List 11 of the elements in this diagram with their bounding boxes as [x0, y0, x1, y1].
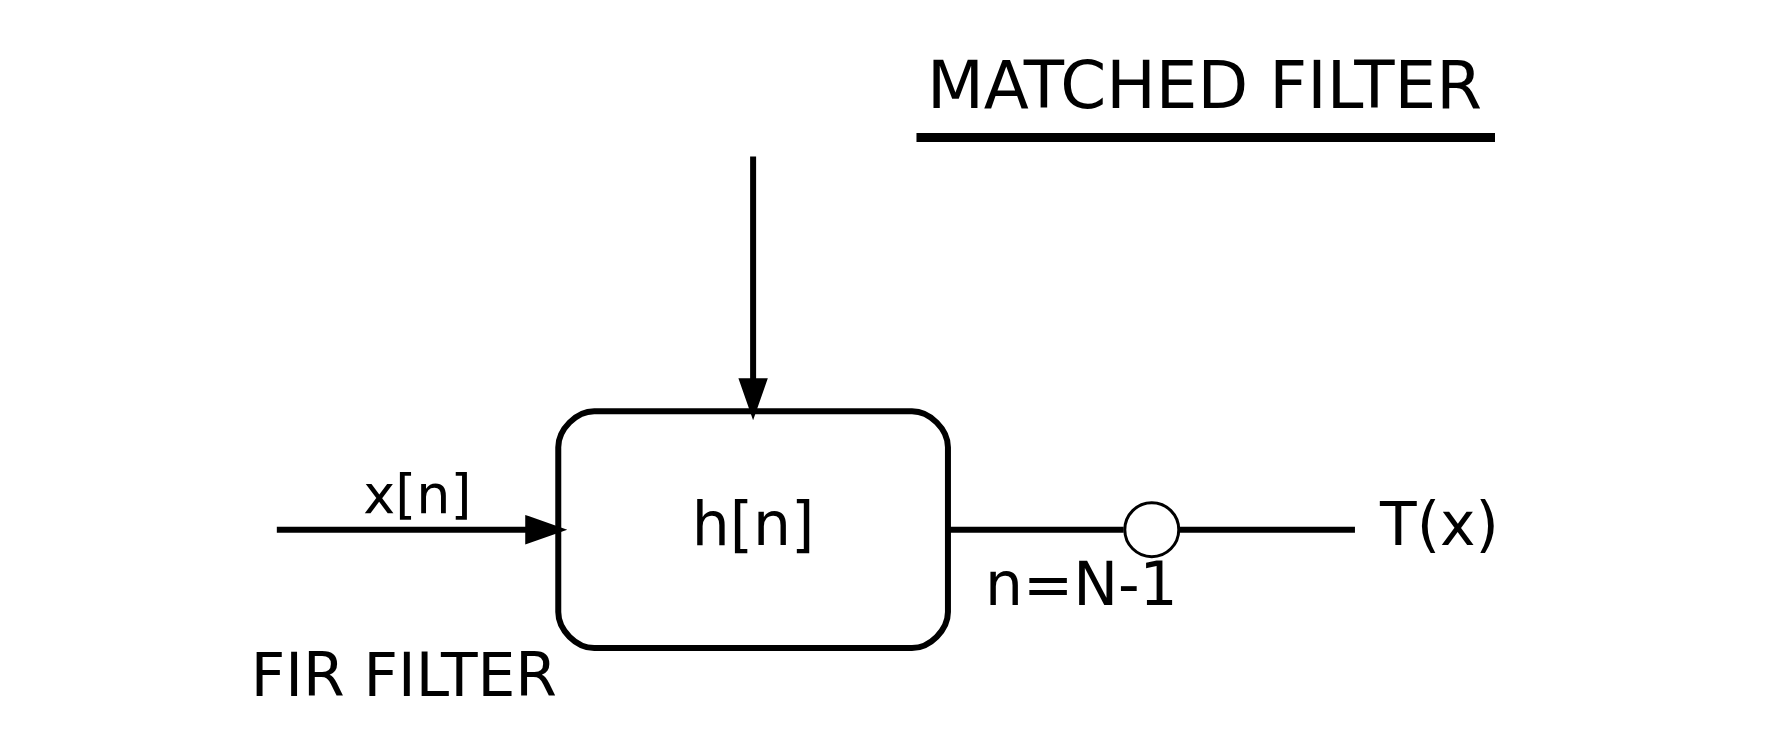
arrow: [737, 156, 768, 421]
node-label: n=N-1: [984, 548, 1178, 619]
node-label: FIR FILTER: [250, 640, 557, 711]
arrow: [276, 514, 567, 545]
node-switch: [1122, 501, 1180, 559]
node-box: h[n]: [554, 408, 951, 652]
connector: [948, 526, 1124, 533]
node-text: T(x): [1379, 488, 1499, 559]
diagram-title: MATCHED FILTER: [926, 46, 1482, 124]
edge-label: x[n]: [362, 462, 471, 526]
connector: [1178, 526, 1355, 533]
